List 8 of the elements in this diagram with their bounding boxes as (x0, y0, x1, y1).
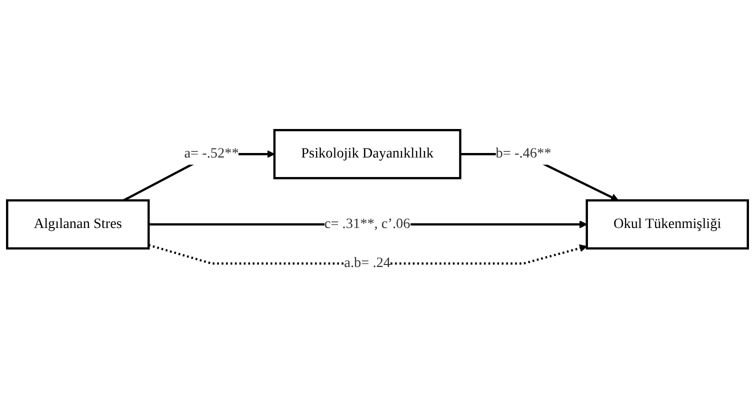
arrow (148, 244, 588, 265)
edge-label: a.b= .24 (344, 256, 391, 271)
edge-label: b= -.46** (496, 146, 552, 162)
node-box: Algılanan Stres (6, 200, 150, 250)
node-box: Psikolojik Dayanıklılık (273, 129, 462, 180)
node-box: Okul Tükenmişliği (586, 200, 749, 250)
edge-label: c= .31**, c’.06 (324, 216, 410, 232)
edge-label: a= -.52** (184, 146, 239, 162)
